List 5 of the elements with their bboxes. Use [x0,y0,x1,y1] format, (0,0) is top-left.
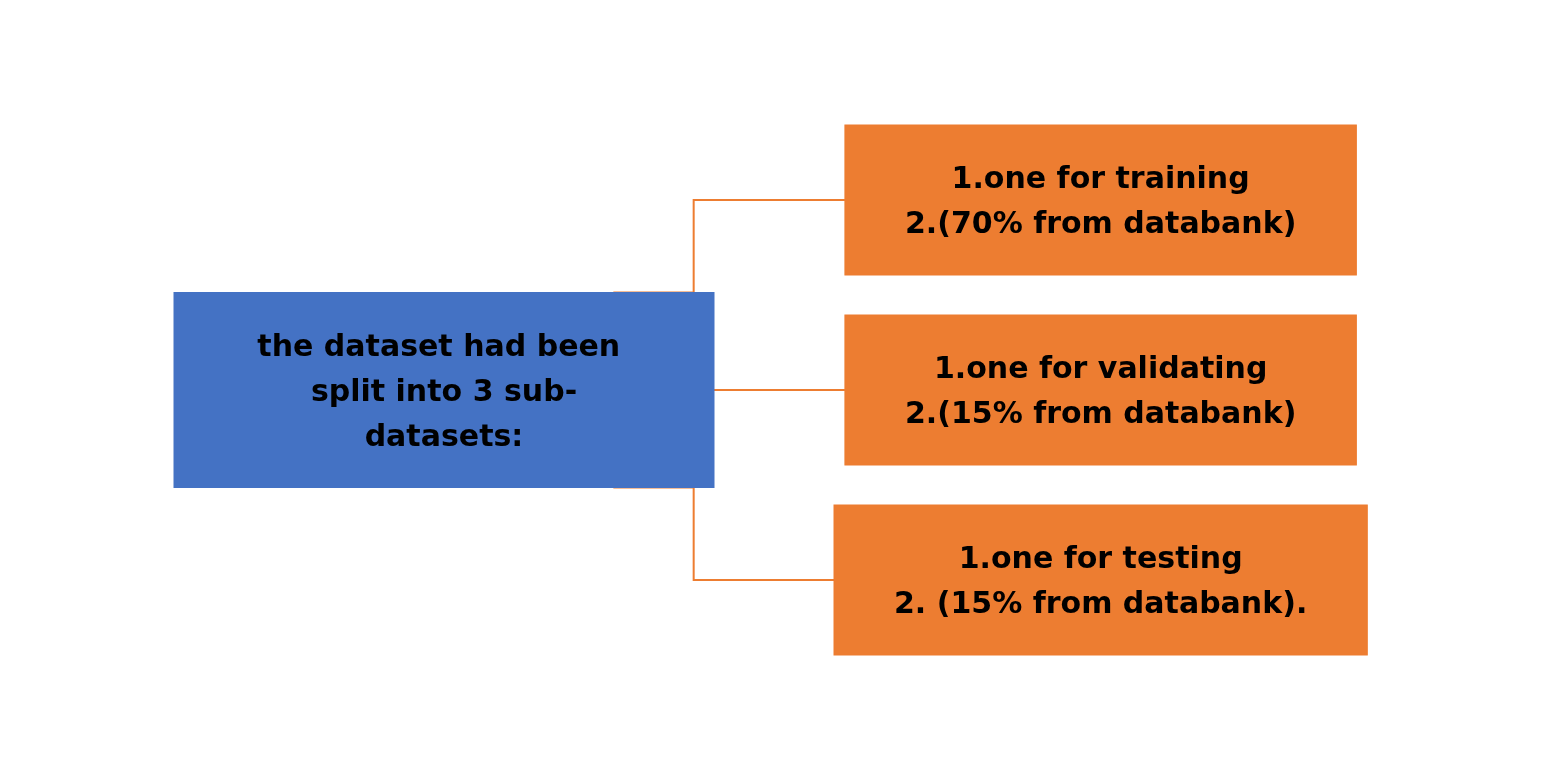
node-box: the dataset had been split into 3 sub-datasets: [173,291,715,488]
node-box: 1.one for testing 2. (15% from databank). [833,504,1369,655]
connector [713,388,847,391]
node-box: 1.one for training 2.(70% from databank) [844,124,1358,275]
node-box: 1.one for validating 2.(15% from databank) [844,314,1358,465]
